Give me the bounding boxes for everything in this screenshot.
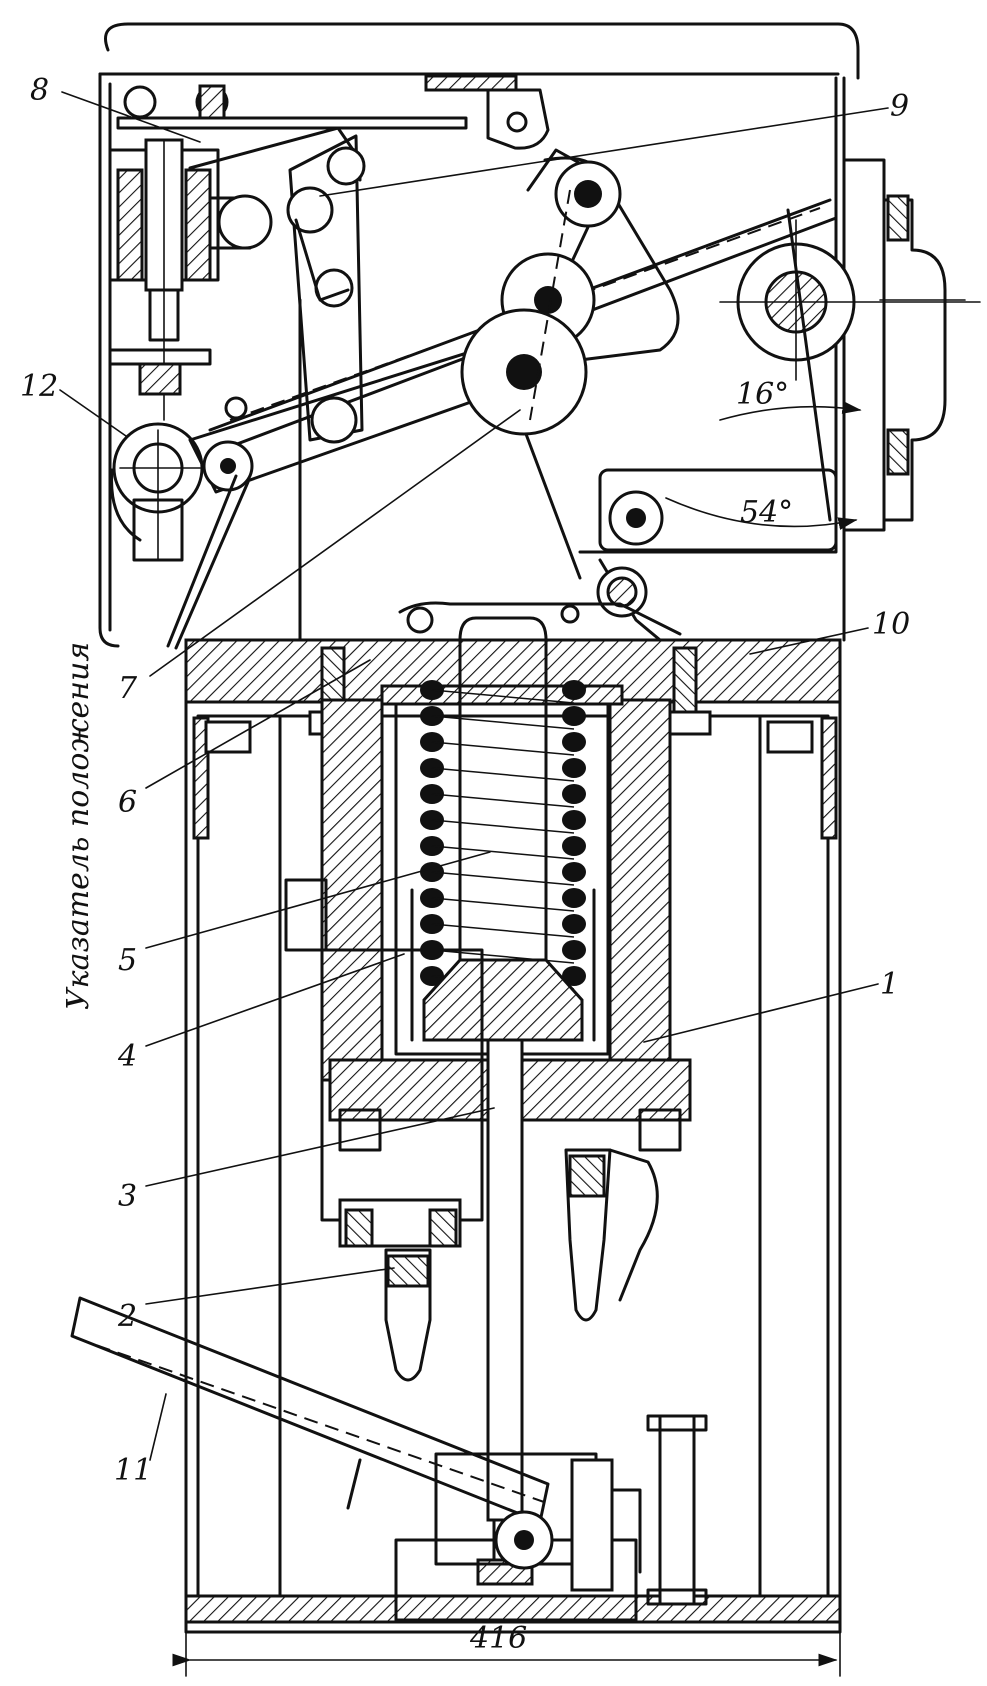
- outlet-nozzle: [384, 1248, 432, 1382]
- spring-coil: [562, 888, 586, 908]
- hand-lever: [70, 1296, 554, 1570]
- lower-housing: [184, 638, 842, 1634]
- spring-coil: [562, 836, 586, 856]
- callout-8: 8: [30, 73, 49, 108]
- top-bracket: [424, 74, 518, 92]
- callout-1: 1: [880, 967, 899, 1002]
- spring-coil: [562, 810, 586, 830]
- callout-12: 12: [20, 369, 58, 404]
- callout-7: 7: [118, 671, 138, 706]
- latch-pivot: [506, 111, 528, 133]
- spring-coil: [562, 862, 586, 882]
- solenoid: [108, 138, 273, 421]
- angle-upper: 16°: [736, 377, 789, 412]
- link-plate: [286, 134, 366, 642]
- callouts: 8 9 12 10 7 6 5 1 4 3 2 11: [20, 73, 910, 1488]
- spring-wire: [431, 767, 575, 782]
- callout-2: 2: [117, 1299, 137, 1334]
- spring-coil: [562, 940, 586, 960]
- spring-wire: [431, 819, 575, 834]
- spring-coil: [562, 732, 586, 752]
- spring-wire: [431, 715, 575, 730]
- spring-wire: [431, 793, 575, 808]
- spring-wire: [431, 689, 575, 704]
- piston: [410, 616, 596, 1042]
- spring-coil: [562, 784, 586, 804]
- spring-wire: [431, 845, 575, 860]
- inlet-nozzle: [564, 1148, 659, 1322]
- piston-rod: [476, 1038, 534, 1586]
- callout-9: 9: [890, 89, 909, 124]
- angle-lower: 54°: [740, 495, 793, 530]
- spring-coil: [562, 758, 586, 778]
- spring-wire: [431, 871, 575, 886]
- callout-3: 3: [118, 1179, 137, 1214]
- spring-coil: [562, 680, 586, 700]
- callout-11: 11: [114, 1453, 152, 1488]
- side-label: Указатель положения: [61, 642, 96, 1010]
- trip-rod: [116, 84, 468, 182]
- base-block: [394, 1414, 708, 1622]
- spring-coil: [562, 706, 586, 726]
- callout-10: 10: [872, 607, 910, 642]
- top-latch: [486, 88, 550, 150]
- spring-coil: [562, 966, 586, 986]
- side-motor: [842, 158, 966, 532]
- dimension-416: 416: [172, 1621, 841, 1677]
- spring-wire: [431, 897, 575, 912]
- cam-mechanism: [460, 148, 680, 580]
- callout-5: 5: [118, 943, 137, 978]
- spring-wire: [431, 923, 575, 938]
- release-latch: [398, 601, 682, 636]
- dimension-label: 416: [469, 1621, 527, 1656]
- spring: [420, 680, 586, 990]
- callout-4: 4: [117, 1039, 137, 1074]
- position-indicator: [110, 422, 204, 562]
- spring-wire: [431, 741, 575, 756]
- spring-coil: [562, 914, 586, 934]
- drive-shaft: [596, 208, 981, 642]
- spring-wire: [431, 949, 575, 964]
- callout-6: 6: [118, 785, 137, 820]
- valve-body: [284, 878, 484, 1248]
- leader-lines: [59, 91, 889, 1461]
